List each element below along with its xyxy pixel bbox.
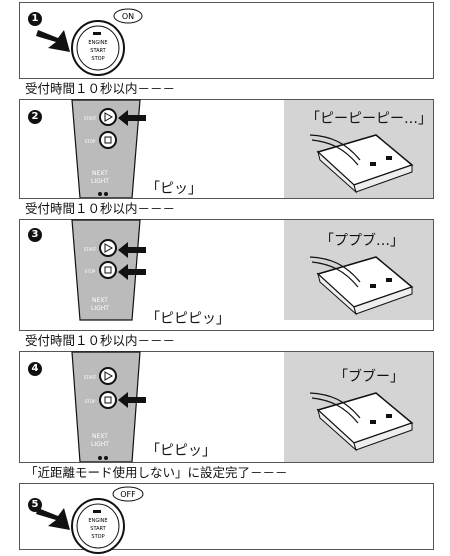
svg-text:LIGHT: LIGHT: [91, 178, 109, 185]
svg-text:ENGINE: ENGINE: [88, 518, 107, 524]
svg-text:START: START: [84, 375, 97, 380]
remote-sound-3: 「ピピピッ」: [146, 311, 230, 327]
step-number-1: 1: [28, 12, 42, 26]
unit-sound-2: 「ピーピーピー…」: [306, 111, 432, 127]
svg-text:ENGINE: ENGINE: [88, 40, 107, 46]
remote-3: START STOP NEXT LIGHT: [71, 219, 141, 321]
svg-text:STOP: STOP: [85, 139, 96, 144]
receiver-unit-3: [309, 256, 414, 316]
svg-text:START: START: [84, 247, 97, 252]
unit-sound-4: 「ブブー」: [334, 369, 404, 385]
setting-complete-label: 「近距離モード使用しない」に設定完了－－－: [19, 462, 434, 484]
diagram-frame: [19, 2, 434, 550]
remote-sound-4: 「ピピッ」: [146, 443, 216, 459]
svg-text:OFF: OFF: [120, 490, 136, 499]
svg-text:ON: ON: [122, 12, 134, 21]
svg-text:STOP: STOP: [91, 534, 104, 540]
svg-text:START: START: [90, 48, 106, 54]
svg-text:STOP: STOP: [91, 56, 104, 62]
svg-text:START: START: [90, 526, 106, 532]
engine-button-off[interactable]: ENGINE START STOP OFF: [30, 486, 150, 556]
arrow-icon: [118, 392, 146, 408]
svg-text:STOP: STOP: [85, 269, 96, 274]
engine-button-on[interactable]: ENGINE START STOP ON: [30, 8, 150, 78]
svg-text:NEXT: NEXT: [92, 297, 108, 304]
arrow-icon: [118, 110, 146, 126]
time-limit-label-2: 受付時間１０秒以内－－－: [19, 198, 434, 220]
svg-text:START: START: [84, 116, 97, 121]
arrow-icon: [36, 30, 70, 52]
svg-text:NEXT: NEXT: [92, 170, 108, 177]
time-limit-label-3: 受付時間１０秒以内－－－: [19, 330, 434, 352]
time-limit-label-1: 受付時間１０秒以内－－－: [19, 78, 434, 100]
svg-text:NEXT: NEXT: [92, 433, 108, 440]
arrow-icon: [36, 508, 70, 530]
step-number-3: 3: [28, 228, 42, 242]
arrow-icon: [118, 264, 146, 280]
step-number-4: 4: [28, 362, 42, 376]
svg-text:LIGHT: LIGHT: [91, 305, 109, 312]
remote-sound-2: 「ピッ」: [146, 181, 202, 197]
receiver-unit-2: [309, 134, 414, 194]
step-number-2: 2: [28, 110, 42, 124]
arrow-icon: [118, 242, 146, 258]
receiver-unit-4: [309, 392, 414, 452]
svg-text:LIGHT: LIGHT: [91, 441, 109, 448]
svg-text:STOP: STOP: [85, 399, 96, 404]
unit-sound-3: 「ププブ…」: [320, 233, 404, 249]
